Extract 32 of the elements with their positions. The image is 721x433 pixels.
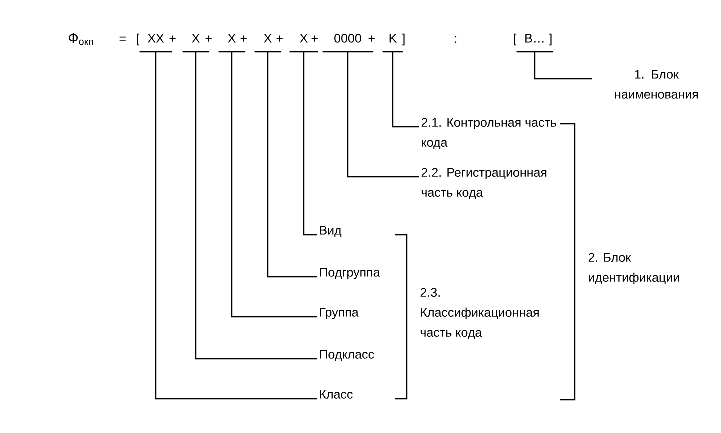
part-label: Подкласс bbox=[320, 350, 374, 362]
formula-symbol: [ bbox=[514, 34, 517, 46]
part-label: 2. Блок идентификации bbox=[588, 253, 680, 284]
formula-symbol: Ф$_{окп}$ bbox=[69, 33, 94, 46]
leader-line bbox=[392, 52, 419, 128]
formula-symbol: ] bbox=[549, 34, 552, 46]
leader-line bbox=[347, 52, 419, 178]
part-label: Класс bbox=[320, 390, 353, 399]
leader-line bbox=[231, 52, 317, 318]
leader-line bbox=[195, 52, 317, 360]
formula-symbol: [ bbox=[137, 34, 140, 46]
formula-symbol: + bbox=[312, 36, 318, 42]
formula-symbol: ] bbox=[402, 34, 405, 46]
part-label: 2.1. Контрольная часть кода bbox=[422, 118, 556, 150]
formula-symbol: + bbox=[368, 36, 375, 42]
code-segment: K bbox=[382, 34, 404, 53]
leader-line bbox=[303, 52, 317, 236]
formula-symbol: = bbox=[120, 36, 126, 41]
formula-symbol: + bbox=[276, 36, 283, 42]
formula-symbol: + bbox=[170, 36, 176, 42]
formula-symbol: : bbox=[455, 36, 457, 43]
part-label: 1. Блок наименования bbox=[615, 70, 698, 99]
part-label: 2.3. Классификационная часть кода bbox=[420, 288, 539, 340]
leader-line bbox=[534, 52, 592, 80]
leader-line bbox=[155, 52, 317, 400]
part-label: Вид bbox=[320, 226, 342, 238]
part-label: Группа bbox=[320, 308, 359, 320]
formula-symbol: + bbox=[240, 36, 247, 42]
formula-symbol: + bbox=[206, 36, 212, 42]
part-label: Подгруппа bbox=[320, 268, 380, 280]
part-label: 2.2. Регистрационная часть кода bbox=[422, 168, 547, 200]
leader-line bbox=[267, 52, 317, 278]
